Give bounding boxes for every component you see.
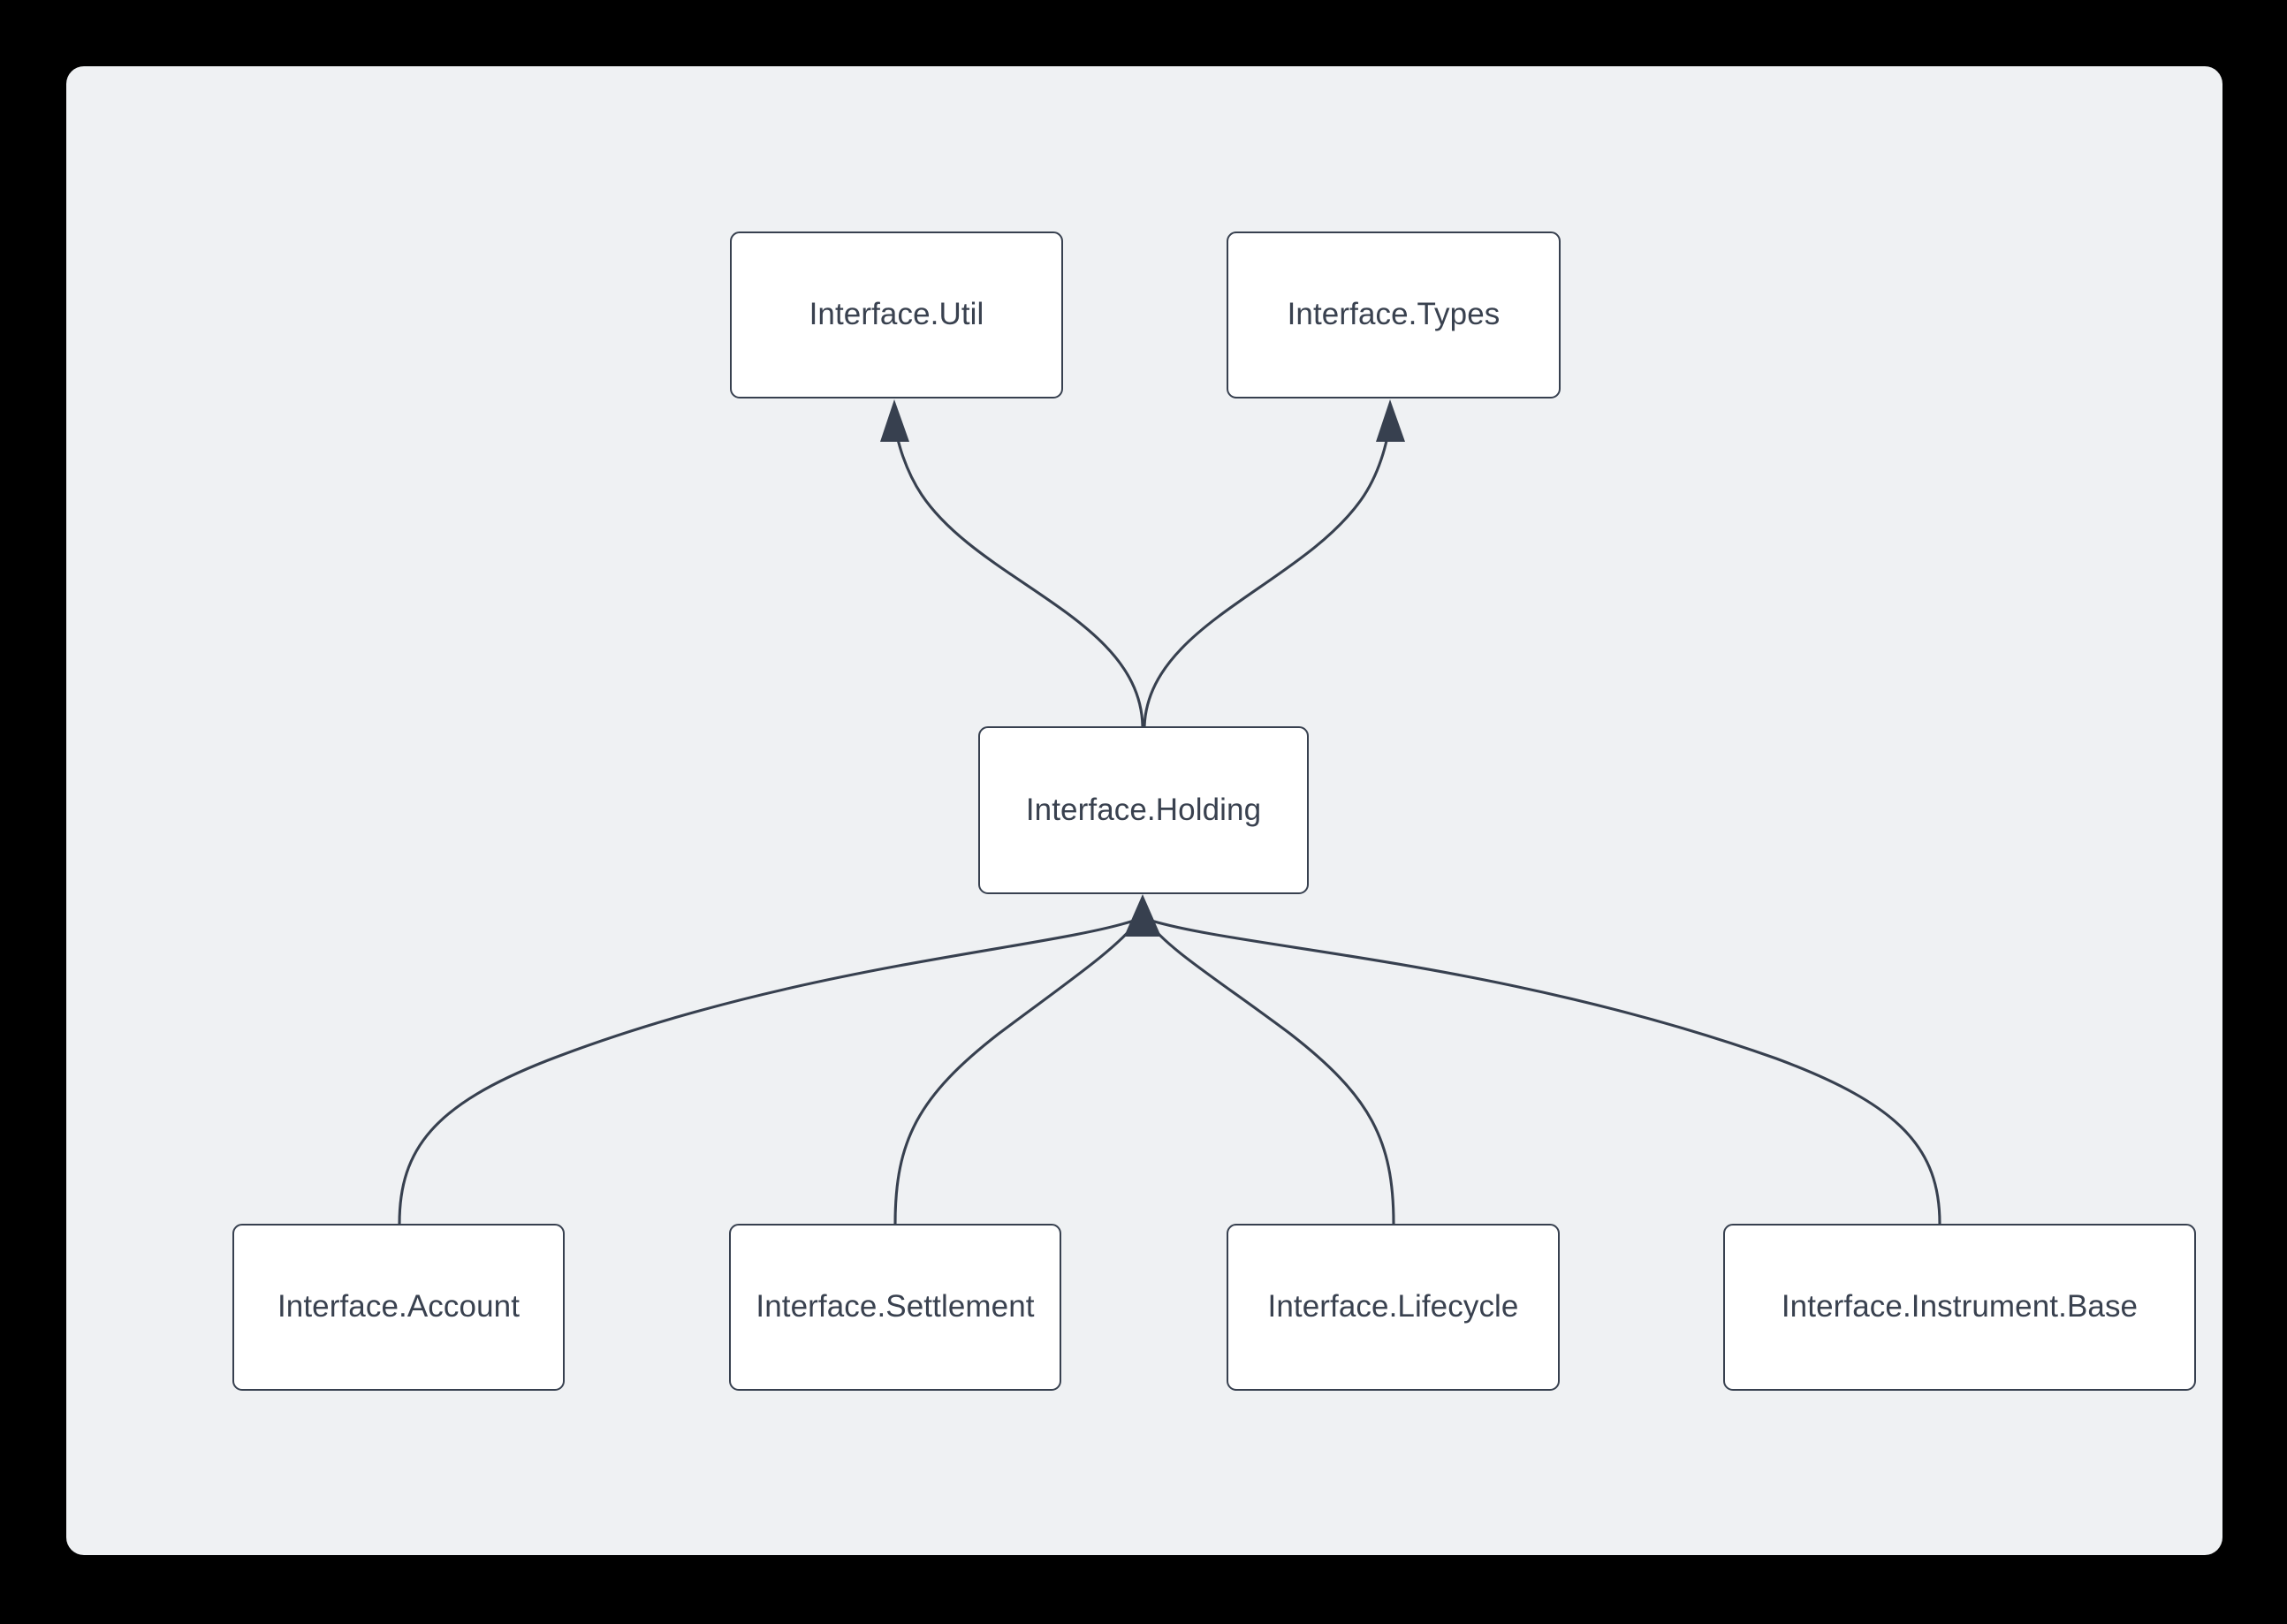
node-label: Interface.Util xyxy=(809,297,984,332)
node-interface-holding[interactable]: Interface.Holding xyxy=(978,726,1309,894)
node-interface-instrument-base[interactable]: Interface.Instrument.Base xyxy=(1723,1224,2196,1391)
node-interface-settlement[interactable]: Interface.Settlement xyxy=(729,1224,1061,1391)
node-label: Interface.Lifecycle xyxy=(1267,1289,1519,1324)
node-interface-lifecycle[interactable]: Interface.Lifecycle xyxy=(1227,1224,1560,1391)
node-interface-types[interactable]: Interface.Types xyxy=(1227,231,1561,398)
node-label: Interface.Holding xyxy=(1025,792,1262,827)
node-label: Interface.Instrument.Base xyxy=(1781,1289,2139,1324)
node-label: Interface.Settlement xyxy=(756,1289,1035,1324)
node-interface-util[interactable]: Interface.Util xyxy=(730,231,1063,398)
node-label: Interface.Account xyxy=(277,1289,520,1324)
node-interface-account[interactable]: Interface.Account xyxy=(232,1224,565,1391)
node-label: Interface.Types xyxy=(1287,297,1501,332)
